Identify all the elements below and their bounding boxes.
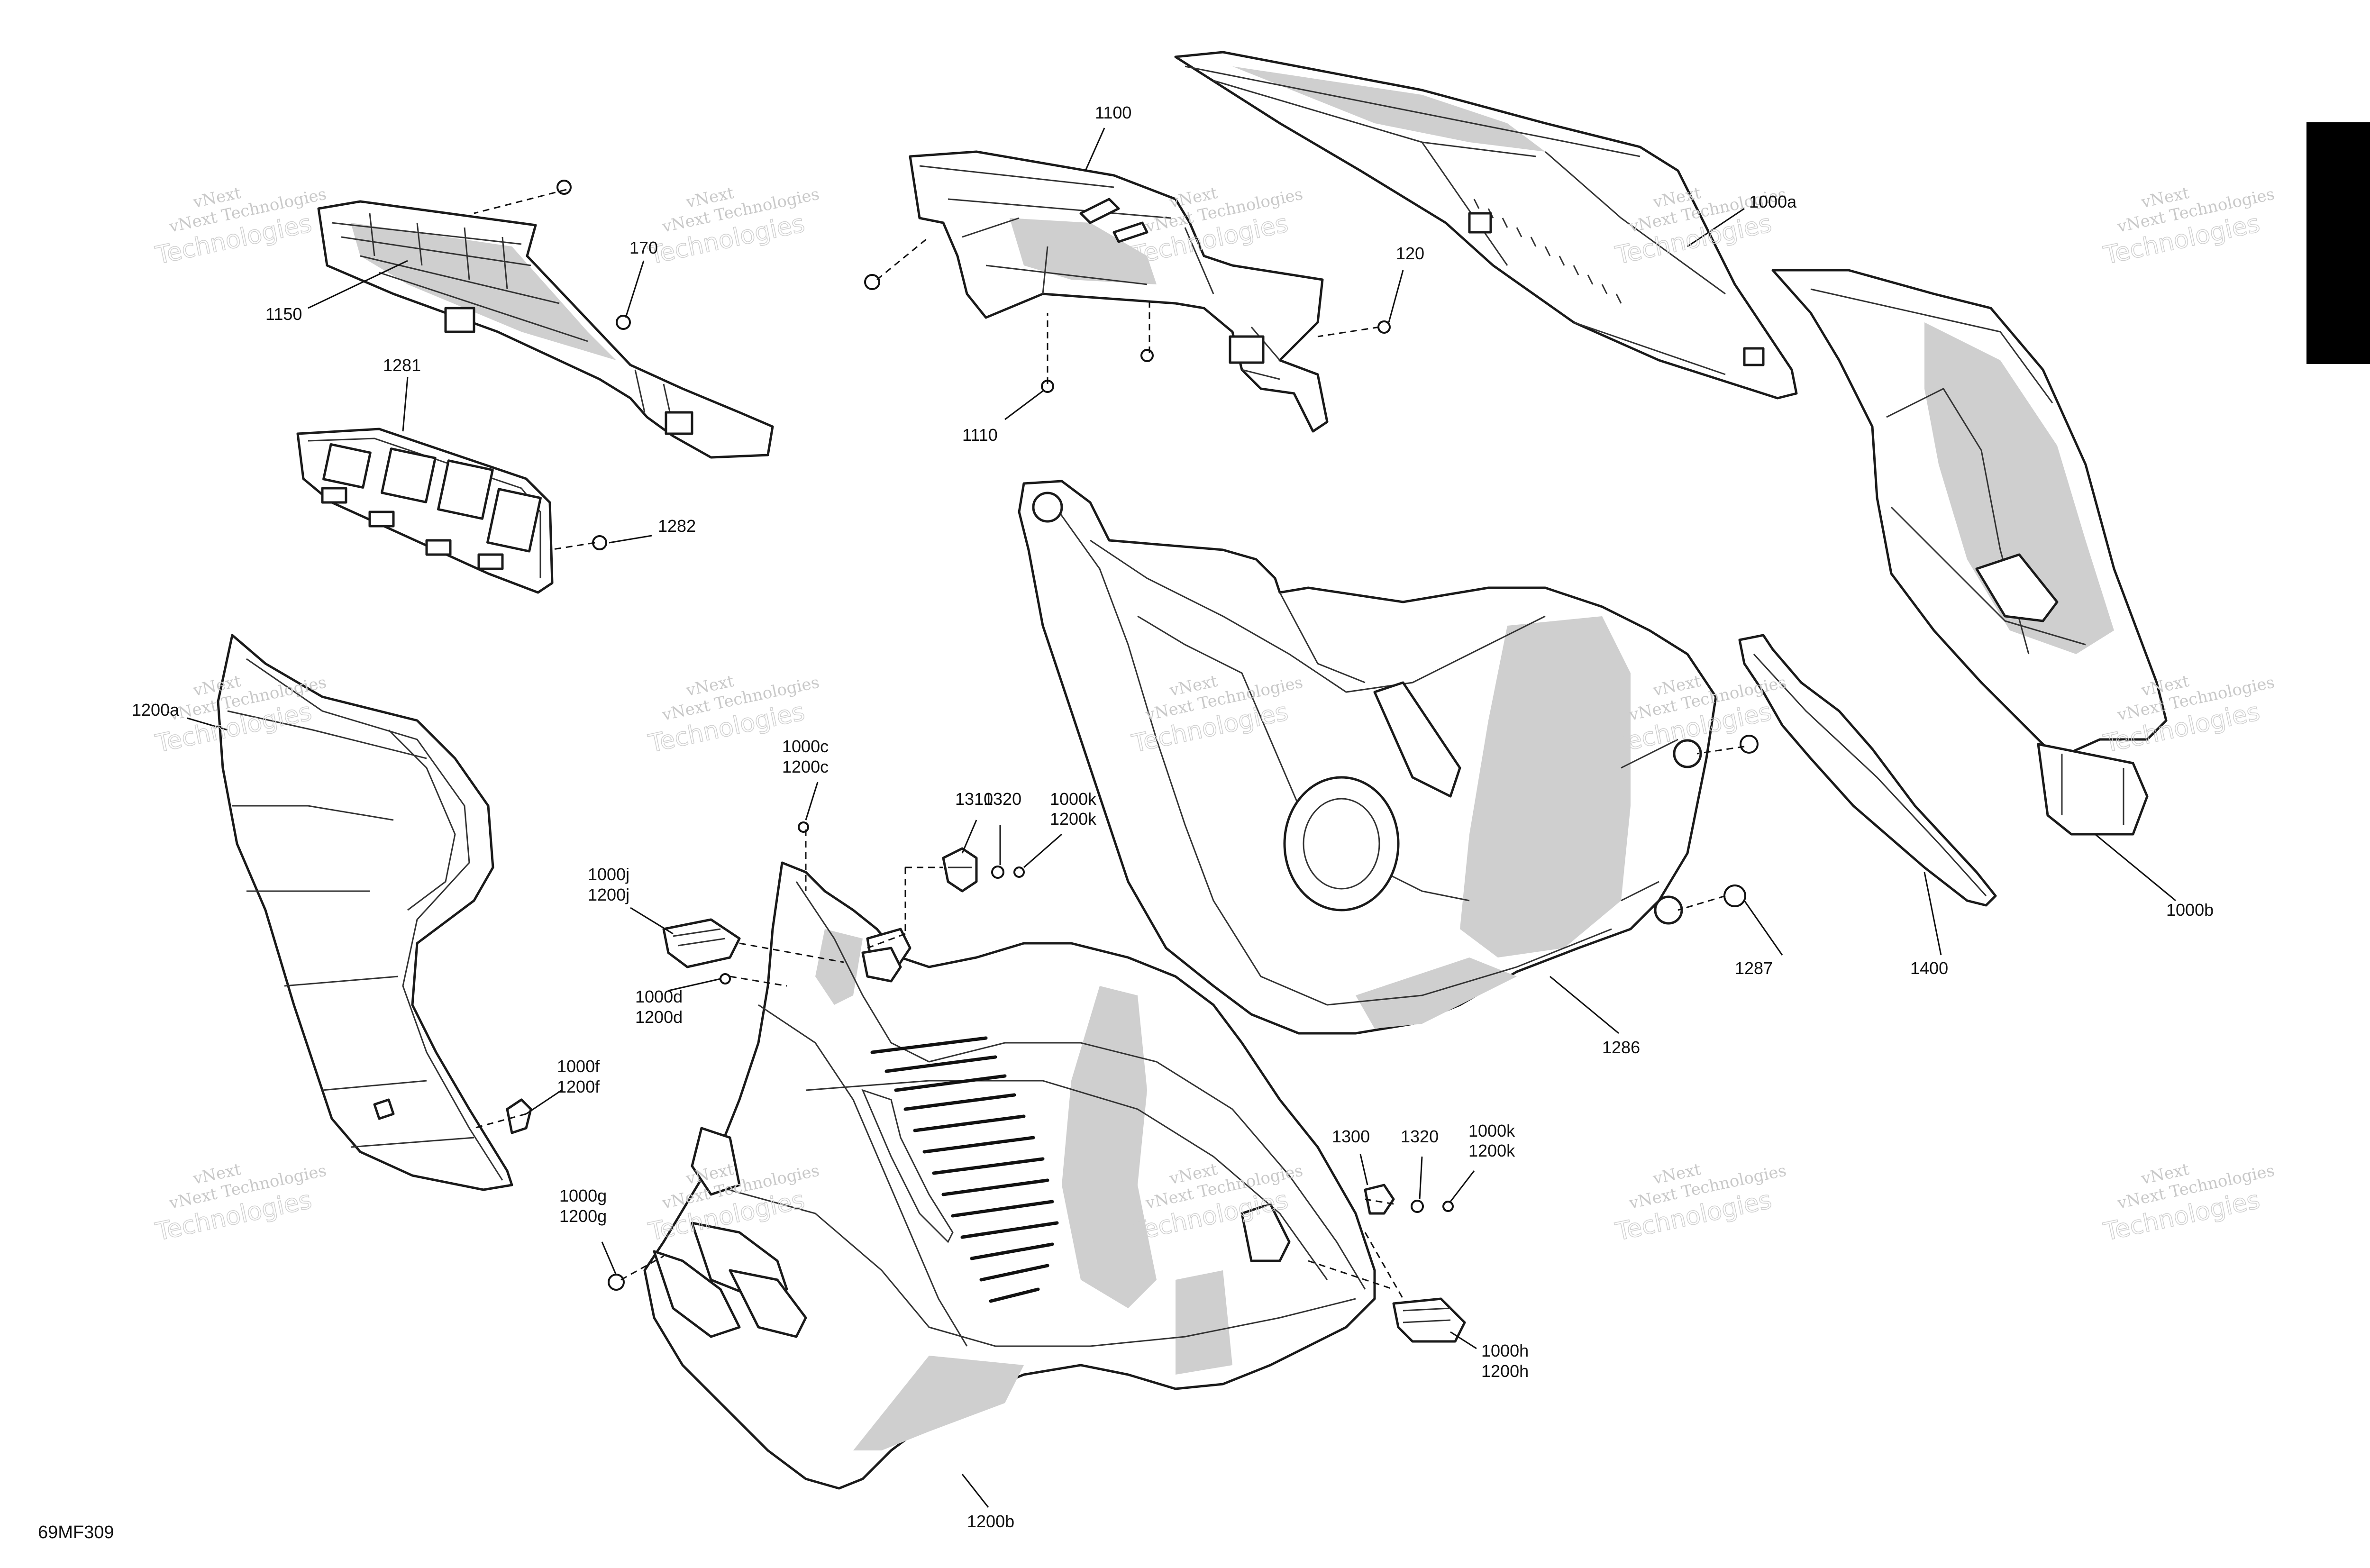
part-1100-dash-housing <box>909 150 1329 433</box>
diagram-code: 69MF309 <box>38 1522 114 1542</box>
washer-icon <box>608 1274 625 1291</box>
callout-1200h: 1200h <box>1481 1361 1529 1381</box>
washer-icon <box>1723 884 1746 907</box>
screw-icon <box>1013 866 1025 878</box>
callout-1400: 1400 <box>1910 958 1948 978</box>
screw-icon <box>1377 320 1391 334</box>
part-1200a-left-panel <box>217 634 513 1191</box>
callout-1320-top: 1320 <box>984 789 1021 809</box>
callout-1300: 1300 <box>1332 1127 1370 1146</box>
callout-1150: 1150 <box>265 304 302 324</box>
screw-icon <box>1442 1201 1454 1212</box>
callout-1200a: 1200a <box>132 700 180 720</box>
callout-1000a: 1000a <box>1749 192 1797 211</box>
part-1200b-main-panel <box>643 861 1376 1490</box>
screw-icon <box>1140 349 1154 362</box>
screw-icon <box>616 315 631 330</box>
callout-120: 120 <box>1396 244 1424 263</box>
callout-1110: 1110 <box>962 425 998 445</box>
part-1000b-right-panel <box>1771 269 2168 836</box>
callout-1200j: 1200j <box>588 885 629 904</box>
leader-lines <box>187 128 2176 1508</box>
part-1400-trim-strip <box>1738 634 1997 907</box>
screw-icon <box>592 535 607 550</box>
part-1000h-connector <box>1392 1297 1466 1343</box>
washer-icon <box>1411 1200 1424 1213</box>
callout-1000b: 1000b <box>2166 900 2214 920</box>
callout-1286: 1286 <box>1602 1038 1640 1057</box>
part-1281-grille <box>296 428 554 594</box>
washer-icon <box>1740 735 1759 754</box>
callout-1200c: 1200c <box>782 757 829 776</box>
callout-1310: 1310 <box>955 789 993 809</box>
callout-1000g: 1000g <box>559 1186 607 1205</box>
callout-1200b: 1200b <box>967 1512 1014 1531</box>
part-1000f-clip <box>506 1098 532 1134</box>
callout-1200k-bottom: 1200k <box>1468 1141 1515 1160</box>
callout-1000c: 1000c <box>782 737 829 756</box>
callout-1000k-top: 1000k <box>1050 789 1097 809</box>
callout-1320-bottom: 1320 <box>1401 1127 1439 1146</box>
part-1300-clip <box>1364 1184 1395 1215</box>
assembly-lines <box>474 189 1745 1299</box>
callout-1000d: 1000d <box>635 987 683 1006</box>
part-1286-inner-panel <box>1018 480 1717 1035</box>
callout-1000f: 1000f <box>557 1057 600 1076</box>
callout-1000k-bottom: 1000k <box>1468 1121 1515 1140</box>
callout-1000h: 1000h <box>1481 1341 1529 1360</box>
part-1000a-top-cowl <box>1174 51 1798 400</box>
callout-1281: 1281 <box>383 356 421 375</box>
part-connector-bracket <box>861 947 902 983</box>
screw-icon <box>556 180 572 195</box>
part-1000j-connector <box>662 918 741 968</box>
part-1150-bracket <box>317 200 774 459</box>
screw-icon <box>864 274 880 290</box>
part-1310-clip <box>942 847 978 893</box>
callout-1100: 1100 <box>1095 103 1131 122</box>
callout-1200k-top: 1200k <box>1050 809 1097 829</box>
callout-1282: 1282 <box>658 516 696 536</box>
callout-1200f: 1200f <box>557 1077 600 1096</box>
callout-1200g: 1200g <box>559 1206 607 1226</box>
washer-icon <box>991 866 1004 879</box>
section-tab <box>2306 122 2370 364</box>
screw-icon <box>720 973 731 985</box>
callout-1000j: 1000j <box>588 865 629 884</box>
callout-170: 170 <box>629 238 658 257</box>
callout-labels: 1100 1000a 170 1150 120 1110 1281 1282 1… <box>132 103 2214 1531</box>
screw-icon <box>798 821 809 833</box>
callout-1287: 1287 <box>1735 958 1773 978</box>
callout-1200d: 1200d <box>635 1007 683 1027</box>
